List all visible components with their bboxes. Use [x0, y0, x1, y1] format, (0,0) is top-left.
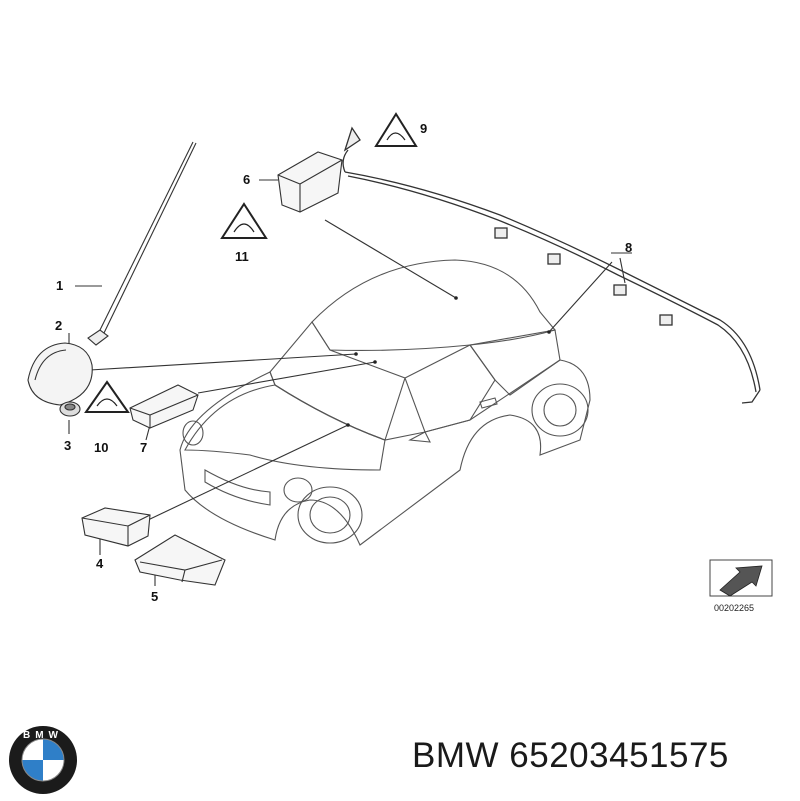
callout-3: 3 — [64, 438, 71, 453]
part-bracket-5 — [134, 534, 226, 586]
part-caption: BMW 65203451575 — [412, 736, 729, 776]
callout-11: 11 — [235, 249, 249, 264]
part-antenna-base — [27, 342, 93, 406]
leader-dots — [346, 296, 551, 427]
part-seal — [59, 401, 81, 417]
callout-2: 2 — [55, 318, 62, 333]
drawing-code-box: 00202265 — [709, 559, 773, 613]
part-control-unit-6 — [277, 151, 343, 213]
callout-6: 6 — [243, 172, 250, 187]
callout-4: 4 — [96, 556, 104, 571]
callout-8: 8 — [625, 240, 632, 255]
part-rod-antenna — [87, 141, 197, 346]
part-module-4 — [81, 507, 151, 547]
part-number: 65203451575 — [509, 736, 729, 775]
logo-letters: BMW — [23, 730, 63, 741]
callout-7: 7 — [140, 440, 147, 455]
callout-1: 1 — [56, 278, 63, 293]
part-wiring-harness-8 — [342, 126, 761, 404]
car-outline — [179, 259, 591, 546]
callout-5: 5 — [151, 589, 158, 604]
brand-name: BMW — [412, 736, 500, 775]
bmw-logo: BMW — [4, 724, 82, 796]
warning-triangles — [84, 112, 418, 413]
callout-9: 9 — [420, 121, 427, 136]
part-module-7 — [129, 384, 199, 429]
roundel-icon: BMW — [9, 726, 77, 794]
drawing-code: 00202265 — [714, 603, 754, 613]
callout-10: 10 — [94, 440, 108, 455]
callout-labels: 1 2 3 4 5 6 7 8 9 10 11 — [55, 121, 632, 604]
